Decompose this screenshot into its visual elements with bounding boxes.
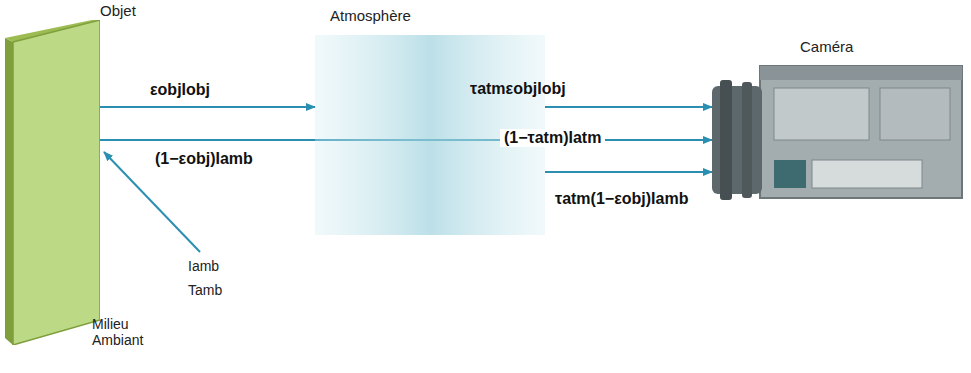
edge-label: εobjIobj	[150, 81, 210, 99]
lens-ring	[720, 80, 732, 200]
ambient-intensity: Iamb	[188, 258, 219, 274]
edge-label: τatm(1−εobj)Iamb	[555, 190, 688, 208]
radiation-arrow	[545, 171, 712, 173]
node-heading: Caméra	[800, 38, 853, 55]
camera-panel	[774, 88, 869, 140]
camera-figure: Caméra	[712, 64, 964, 200]
panel-side	[5, 38, 13, 345]
edge-label: τatmεobjIobj	[470, 80, 566, 98]
radiation-arrow	[545, 106, 712, 108]
camera-top	[760, 66, 962, 80]
camera-panel	[880, 88, 950, 140]
panel-shape	[5, 20, 100, 345]
node-heading: Atmosphère	[330, 7, 411, 24]
panel-face	[13, 20, 100, 345]
lens-ring	[742, 82, 752, 198]
ambient-label: Milieu Ambiant	[92, 316, 172, 348]
camera-plate	[812, 160, 922, 188]
camera-body	[760, 66, 962, 198]
radiation-arrow	[100, 106, 315, 108]
node-heading: Objet	[100, 2, 136, 19]
camera-port	[774, 160, 806, 188]
camera-lens	[712, 86, 762, 194]
atmosphere-emission: (1−τatm)Iatm	[500, 129, 605, 147]
object-panel: Objet	[5, 20, 100, 345]
camera-shape	[712, 64, 964, 200]
ambient-temperature: Tamb	[188, 282, 222, 298]
edge-label: (1−εobj)Iamb	[155, 150, 253, 168]
